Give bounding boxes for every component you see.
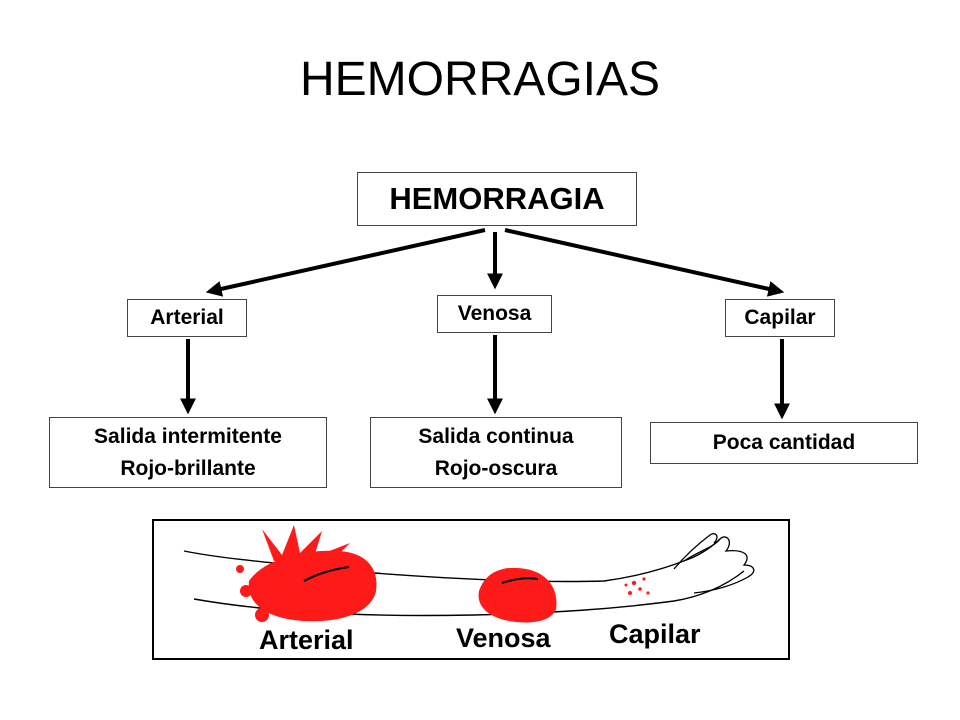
capillary-blood-dot (628, 591, 632, 595)
arrow-root-to-arterial (205, 228, 486, 297)
desc-arterial-line-1: Salida intermitente (94, 424, 282, 448)
venous-wound-line (501, 577, 539, 584)
type-box-venosa: Venosa (437, 295, 552, 333)
arrow-root-to-capilar (504, 228, 785, 297)
type-box-arterial: Arterial (127, 299, 247, 337)
arm-drawing: Arterial Venosa Capilar (183, 525, 755, 655)
arterial-blood-drop (236, 565, 244, 573)
desc-box-capilar: Poca cantidad (650, 422, 918, 464)
arterial-blood-drop (240, 585, 252, 597)
capillary-blood-dot (646, 591, 650, 595)
arterial-blood-drop (255, 608, 269, 622)
bleeding-arm-illustration: Arterial Venosa Capilar (152, 519, 790, 660)
capillary-blood-dot (642, 577, 646, 581)
illustration-label-venosa: Venosa (456, 623, 552, 653)
capillary-blood-dot (631, 580, 637, 586)
hand-thumb (673, 533, 718, 570)
desc-box-arterial: Salida intermitente Rojo-brillante (49, 417, 327, 488)
desc-venosa-line-2: Rojo-oscura (434, 456, 558, 480)
type-box-capilar: Capilar (725, 299, 835, 337)
hand-fingers (683, 536, 755, 594)
illustration-label-capilar: Capilar (609, 619, 701, 649)
venous-blood-pool (478, 567, 557, 623)
arterial-blood-spray (262, 525, 350, 563)
capillary-blood-dot (624, 583, 628, 587)
desc-box-venosa: Salida continua Rojo-oscura (370, 417, 622, 488)
illustration-label-arterial: Arterial (259, 625, 354, 655)
desc-venosa-line-1: Salida continua (418, 424, 574, 448)
capillary-blood-dot (638, 587, 642, 591)
arterial-wound-line (303, 566, 350, 582)
slide-title: HEMORRAGIAS (299, 53, 661, 106)
desc-capilar-line-1: Poca cantidad (712, 431, 856, 454)
root-node-box: HEMORRAGIA (357, 172, 637, 226)
desc-arterial-line-2: Rojo-brillante (120, 456, 256, 480)
